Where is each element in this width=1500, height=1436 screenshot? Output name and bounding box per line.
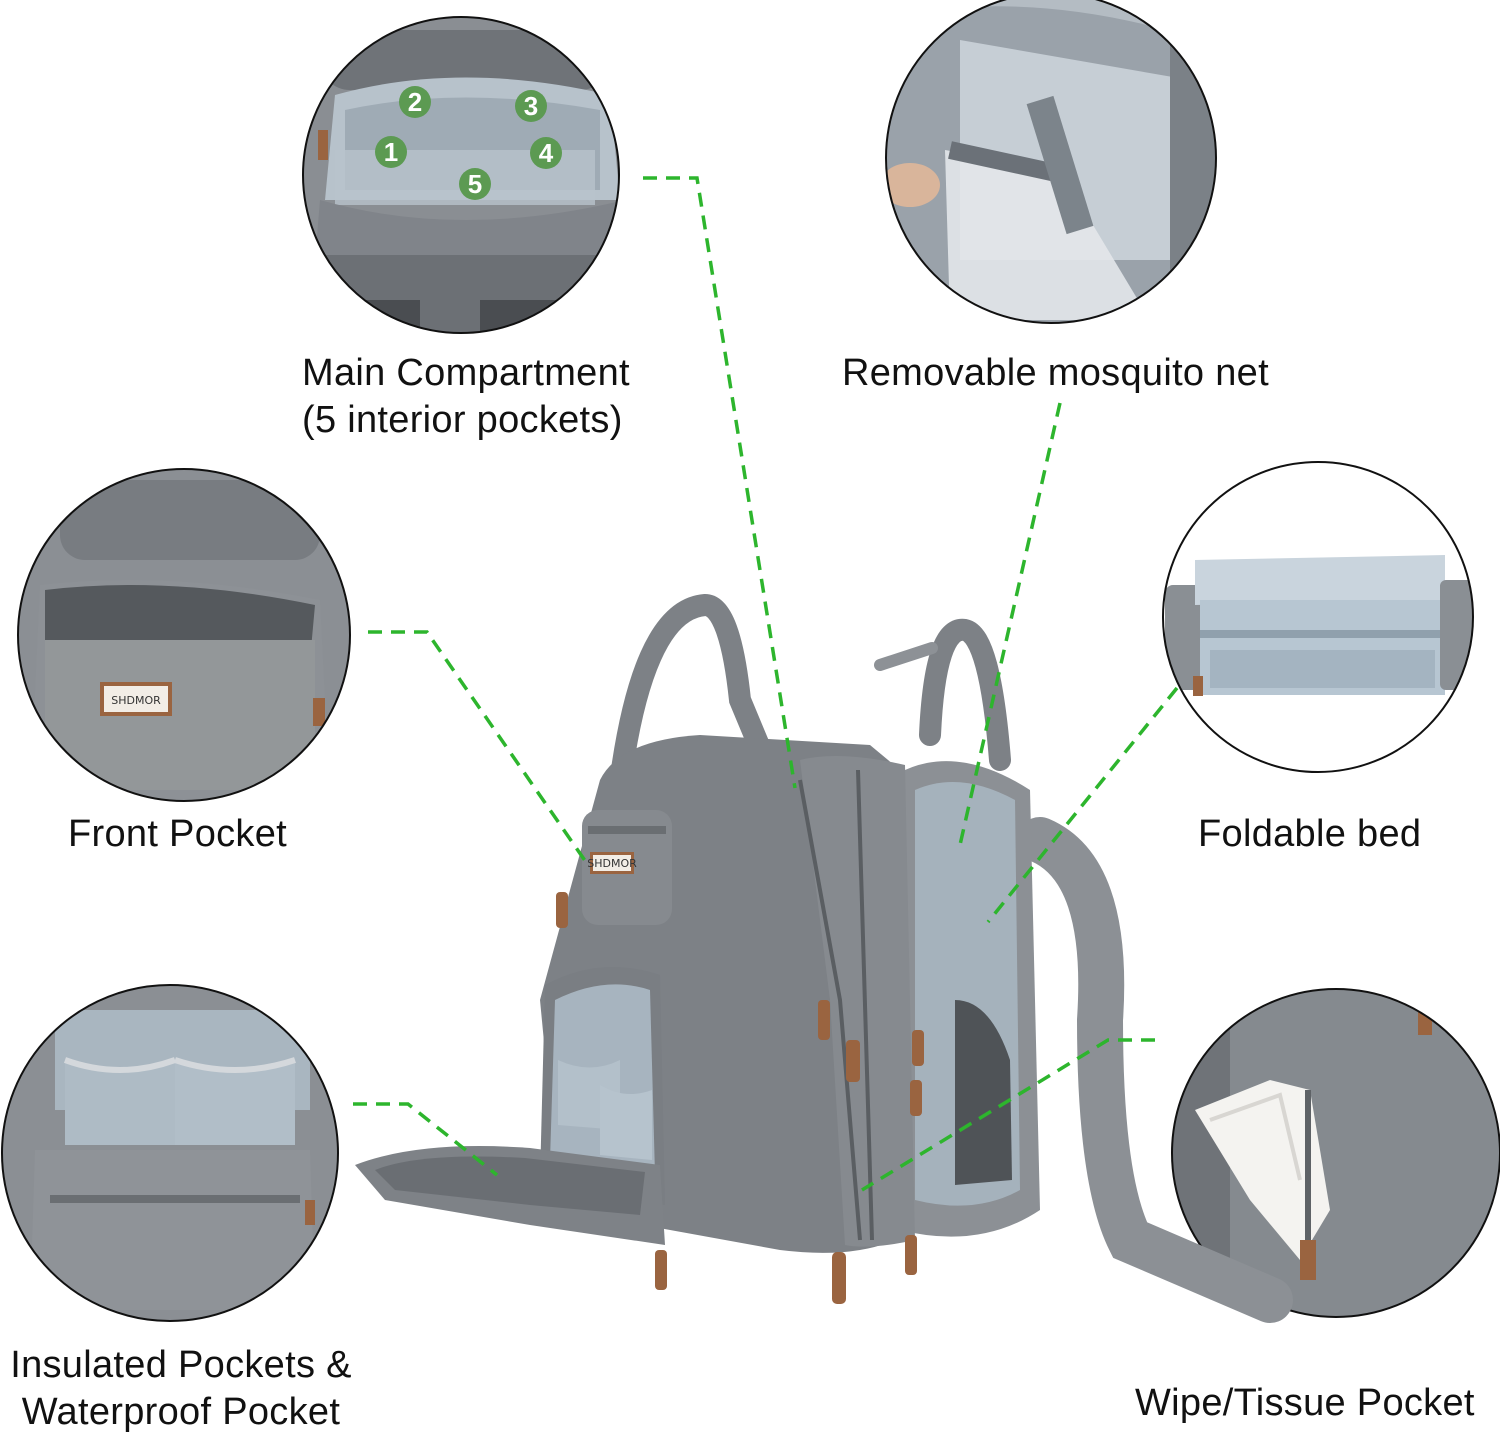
leader-line-main-compartment: [643, 176, 797, 789]
pocket-number-badges: 2 3 1 4 5: [375, 86, 562, 200]
insulated-pockets-photo: [1, 984, 339, 1322]
front-pocket-photo: SHDMOR: [17, 468, 351, 802]
brand-label-backpack: SHDMOR: [587, 857, 637, 870]
main-compartment-photo: 2 3 1 4 5: [302, 16, 620, 334]
backpack-main-photo: SHDMOR: [355, 593, 1293, 1323]
pocket-number-4: 4: [539, 138, 554, 168]
insulated-pockets-label: Insulated Pockets & Waterproof Pocket: [0, 1342, 362, 1436]
foldable-bed-photo: [1162, 461, 1474, 773]
main-compartment-subtitle: (5 interior pockets): [302, 399, 623, 441]
wipe-pocket-photo: [1171, 988, 1500, 1318]
pocket-number-1: 1: [384, 137, 398, 167]
main-compartment-label: Main Compartment (5 interior pockets): [302, 350, 630, 444]
leader-line-foldable-bed: [986, 686, 1179, 924]
pocket-number-5: 5: [468, 169, 482, 199]
brand-label-front: SHDMOR: [111, 694, 161, 707]
pocket-number-2: 2: [408, 87, 422, 117]
mosquito-net-photo: [885, 0, 1217, 324]
leader-line-front-pocket: [368, 630, 590, 866]
mosquito-net-label: Removable mosquito net: [842, 352, 1269, 394]
wipe-tissue-pocket-label: Wipe/Tissue Pocket: [1135, 1382, 1475, 1424]
foldable-bed-label: Foldable bed: [1198, 813, 1422, 855]
insulated-pockets-line2: Waterproof Pocket: [21, 1391, 341, 1433]
leader-line-wipe-pocket: [861, 1038, 1155, 1192]
insulated-pockets-line1: Insulated Pockets &: [10, 1344, 352, 1386]
leader-line-mosquito-net: [958, 402, 1062, 846]
front-pocket-label: Front Pocket: [68, 813, 288, 855]
leader-line-insulated: [353, 1102, 499, 1177]
leader-lines: [353, 176, 1179, 1192]
pocket-number-3: 3: [524, 91, 538, 121]
main-compartment-title: Main Compartment: [302, 352, 630, 394]
